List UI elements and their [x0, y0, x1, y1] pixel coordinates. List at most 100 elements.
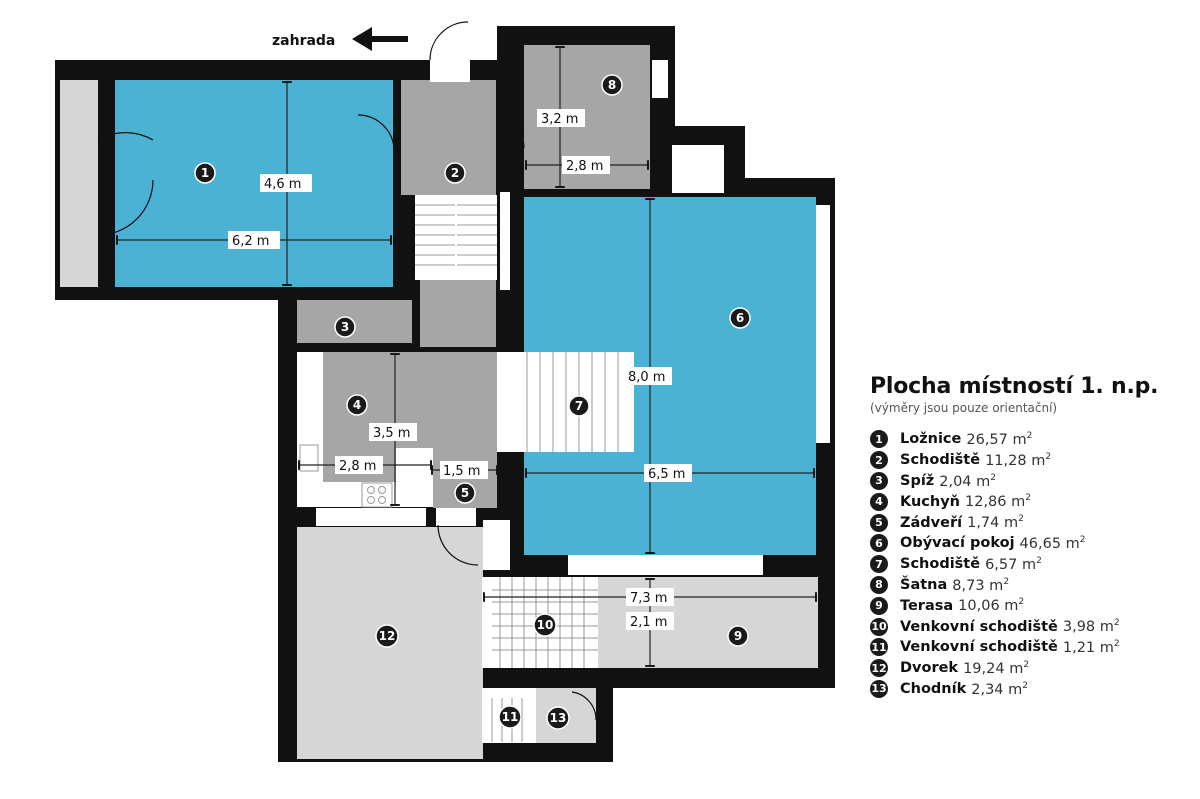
legend-title: Plocha místností 1. n.p.: [870, 374, 1159, 399]
legend-item-number: 3: [870, 471, 888, 490]
legend-item-name: Spíž: [900, 472, 935, 489]
room-3-floor: [297, 300, 412, 343]
legend-item-number: 6: [870, 534, 888, 553]
dim-room1-height: 4,6 m: [264, 177, 301, 192]
legend-item-area: 1,74 m2: [967, 514, 1024, 531]
room-badge-7: 7: [568, 395, 590, 417]
svg-text:11: 11: [502, 710, 519, 724]
legend-item-name: Obývací pokoj: [900, 535, 1015, 552]
svg-text:3: 3: [341, 320, 349, 334]
room-area-legend: Plocha místností 1. n.p. (výměry jsou po…: [870, 374, 1190, 699]
legend-item-number: 8: [870, 575, 888, 594]
svg-text:1: 1: [201, 166, 209, 180]
floor-plan: zahrada 4,6 m 6,2 m 3,2 m 2,8 m 3,5 m 2,…: [55, 21, 835, 762]
legend-item-number: 5: [870, 513, 888, 532]
door-swings: [97, 21, 597, 721]
legend-item-number: 10: [870, 617, 888, 636]
legend-item-area: 2,04 m2: [939, 472, 996, 490]
legend-item-area: 10,06 m2: [958, 597, 1025, 615]
legend-item-area: 12,86 m2: [965, 493, 1031, 511]
dim-room9-height: 2,1 m: [630, 615, 667, 630]
dim-room4-width: 2,8 m: [339, 459, 376, 474]
garden-arrow: zahrada: [272, 27, 408, 51]
door-gap-top: [430, 60, 470, 82]
svg-text:13: 13: [550, 711, 567, 725]
legend-item-name: Schodiště: [900, 556, 981, 573]
chimney: [672, 145, 724, 193]
dim-room4-height: 3,5 m: [373, 426, 410, 441]
dim-room8-height: 3,2 m: [541, 112, 578, 127]
legend-item-name: Schodiště: [900, 452, 981, 469]
legend-item-number: 13: [870, 679, 888, 698]
window-room8: [652, 60, 668, 98]
legend-item-name: Venkovní schodiště: [900, 618, 1058, 635]
svg-text:8: 8: [608, 78, 616, 92]
room-badge-2: 2: [444, 162, 466, 184]
dim-room6-height: 8,0 m: [628, 370, 665, 385]
legend-subtitle: (výměry jsou pouze orientační): [870, 401, 1058, 415]
legend-item-area: 46,65 m2: [1019, 534, 1086, 552]
legend-item-name: Dvorek: [900, 660, 959, 677]
window-bottom: [316, 508, 426, 526]
room-badge-5: 5: [454, 482, 476, 504]
svg-text:4: 4: [353, 398, 361, 412]
room-badge-1: 1: [194, 162, 216, 184]
svg-text:9: 9: [734, 629, 742, 643]
legend-item-number: 12: [870, 659, 888, 678]
dim-room1-width: 6,2 m: [232, 234, 269, 249]
room-badge-3: 3: [334, 316, 356, 338]
legend-item-name: Chodník: [900, 680, 967, 697]
arrow-left-icon: [352, 27, 408, 51]
legend-item-name: Venkovní schodiště: [900, 639, 1058, 656]
legend-item-number: 1: [870, 430, 888, 449]
legend-item-number: 11: [870, 638, 888, 657]
room-badge-6: 6: [729, 307, 751, 329]
legend-item-number: 7: [870, 555, 888, 574]
dim-room5-width: 1,5 m: [443, 464, 480, 479]
legend-item-area: 19,24 m2: [963, 659, 1030, 677]
legend-item-area: 6,57 m2: [985, 555, 1042, 573]
legend-item-number: 9: [870, 596, 888, 615]
legend-item-area: 26,57 m2: [966, 430, 1033, 448]
room-badges: 1 2 3 4 5 6 7 8 9 10 11 12 13: [194, 74, 751, 730]
window-room6-bottom: [568, 555, 763, 575]
legend-item-name: Zádveří: [900, 514, 963, 531]
svg-text:2: 2: [451, 166, 459, 180]
room-6-window: [816, 205, 830, 443]
room-badge-11: 11: [498, 705, 522, 729]
room-badge-8: 8: [601, 74, 623, 96]
room-2-landing: [420, 280, 496, 347]
room-floors: [60, 45, 830, 759]
room-badge-9: 9: [727, 625, 749, 647]
svg-text:10: 10: [537, 618, 554, 632]
dimension-labels: 4,6 m 6,2 m 3,2 m 2,8 m 3,5 m 2,8 m 1,5 …: [228, 109, 692, 630]
legend-item-area: 11,28 m2: [985, 451, 1052, 469]
room-badge-10: 10: [533, 613, 557, 637]
legend-item-area: 1,21 m2: [1062, 638, 1120, 656]
legend-item-area: 8,73 m2: [952, 576, 1010, 594]
garden-label: zahrada: [272, 33, 335, 49]
terrace-left: [60, 80, 98, 287]
legend-item-number: 4: [870, 492, 888, 511]
dim-room8-width: 2,8 m: [566, 159, 603, 174]
legend-item-number: 2: [870, 451, 888, 470]
room-badge-4: 4: [346, 394, 368, 416]
room-badge-13: 13: [546, 706, 570, 730]
room-1-floor: [115, 80, 393, 287]
dim-room9-width: 7,3 m: [630, 591, 667, 606]
legend-item-name: Ložnice: [900, 431, 962, 448]
svg-text:5: 5: [461, 486, 469, 500]
